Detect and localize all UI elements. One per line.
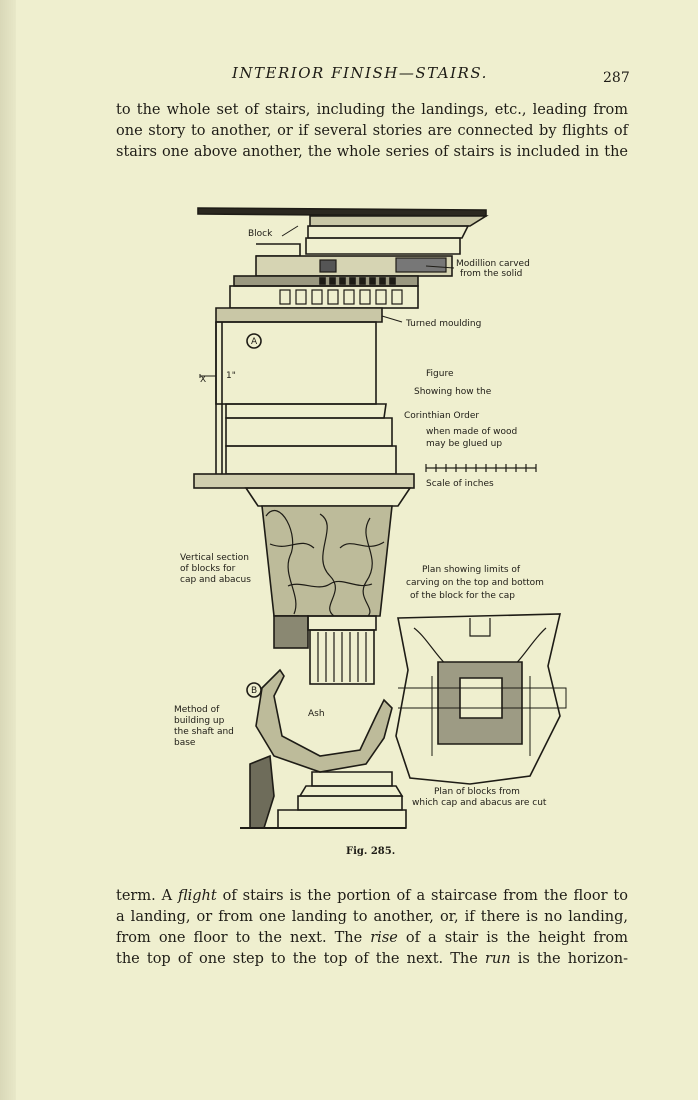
text-fragment: the top of one step to the top of the ne… [116,951,485,967]
running-head: INTERIOR FINISH—STAIRS. [232,64,488,82]
dimension-x: X [200,375,206,385]
text-line: term. A flight of stairs is the portion … [116,886,628,907]
label-method-3: the shaft and [174,727,234,737]
text-fragment: from one floor to the next. The [116,930,371,946]
label-vertical-section: Vertical section [180,553,249,563]
marker-b: B [251,686,257,696]
text-line: stairs one above another, the whole seri… [116,144,628,160]
title-line-4: when made of wood [426,427,517,437]
page-binding-shadow [0,0,16,1100]
top-paragraph: to the whole set of stairs, including th… [116,100,628,163]
bottom-paragraph: term. A flight of stairs is the portion … [116,886,628,970]
text-fragment: term. A [116,888,178,904]
figure-caption: Fig. 285. [346,846,396,857]
title-line-1: Figure [426,369,454,379]
text-line: to the whole set of stairs, including th… [116,102,628,118]
label-plan-limits-2: carving on the top and bottom [406,578,544,588]
text-fragment: of a stair is the height from [397,930,628,946]
label-turned-moulding: Turned moulding [405,319,481,329]
label-ash: Ash [308,709,325,719]
text-fragment: of stairs is the portion of a staircase … [216,888,628,904]
term-run: run [484,951,511,967]
label-vertical-section-3: cap and abacus [180,575,251,585]
text-line: the top of one step to the top of the ne… [116,949,628,970]
title-line-2: Showing how the [414,387,492,397]
term-flight: flight [177,888,217,904]
text-line: a landing, or from one landing to anothe… [116,909,628,925]
corinthian-order-figure: Block Modillion carved from the solid Tu… [170,196,590,836]
dimension-1-inch: 1" [226,371,236,381]
text-line: from one floor to the next. The rise of … [116,928,628,949]
label-vertical-section-2: of blocks for [180,564,236,574]
scale-label: Scale of inches [426,479,494,489]
label-plan-limits: Plan showing limits of [422,565,521,575]
label-method-2: building up [174,716,225,726]
label-method-4: base [174,738,196,748]
label-plan-blocks-2: which cap and abacus are cut [412,798,547,808]
term-rise: rise [370,930,398,946]
text-line: one story to another, or if several stor… [116,123,628,139]
title-line-3: Corinthian Order [404,411,479,421]
label-plan-limits-3: of the block for the cap [410,591,515,601]
label-block: Block [248,229,273,239]
marker-a: A [251,337,258,347]
label-modillion-2: from the solid [460,269,522,279]
title-line-5: may be glued up [426,439,502,449]
corinthian-order-drawing: Block Modillion carved from the solid Tu… [174,207,567,829]
page-number: 287 [603,70,630,86]
label-modillion: Modillion carved [456,259,530,269]
label-method: Method of [174,705,220,715]
text-fragment: is the horizon- [510,951,628,967]
label-plan-blocks: Plan of blocks from [434,787,520,797]
